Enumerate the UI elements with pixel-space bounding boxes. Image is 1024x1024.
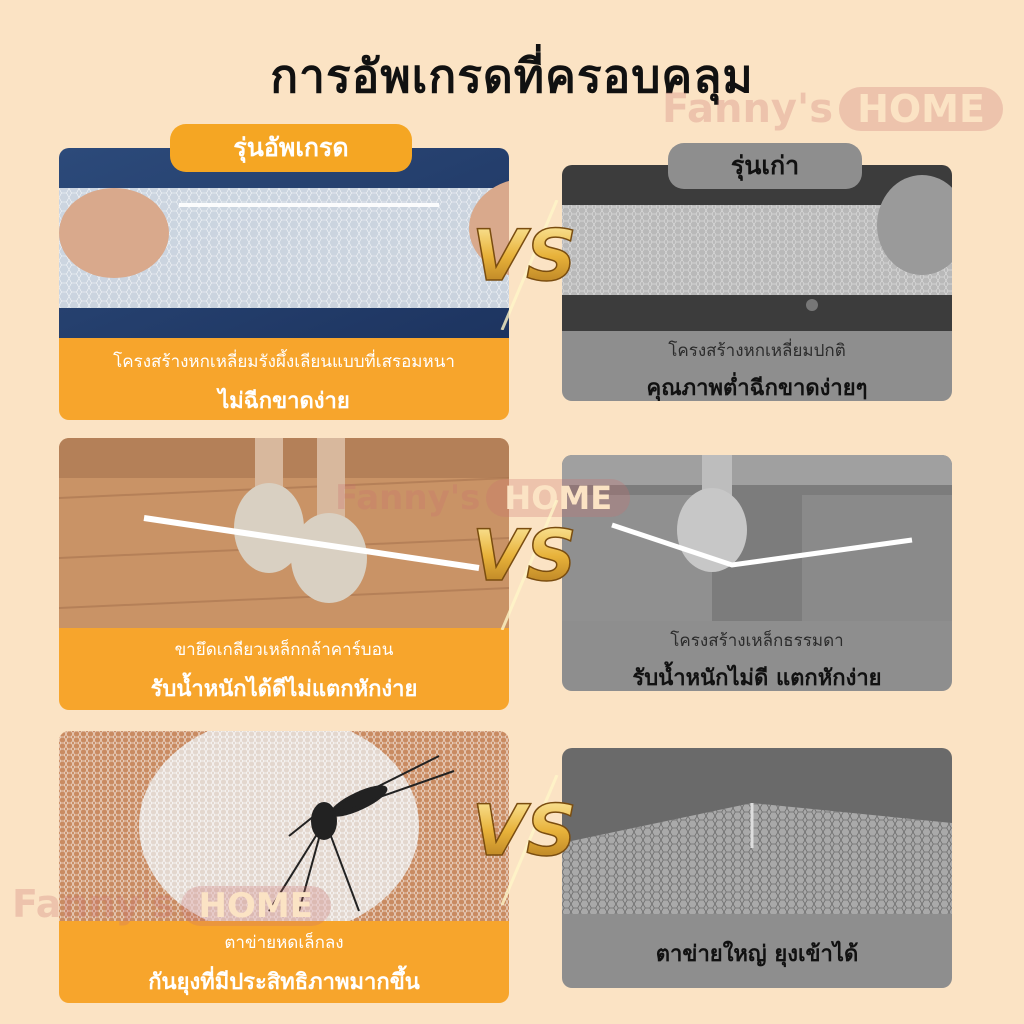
svg-text:VS: VS	[472, 215, 577, 297]
vs-emblem-1: VS	[462, 199, 602, 331]
watermark-badge: HOME	[486, 479, 631, 517]
caption-old-1-line1: โครงสร้างหกเหลี่ยมปกติ	[668, 341, 846, 361]
watermark-brand: Fanny's	[12, 882, 175, 926]
caption-old-3-line2: ตาข่ายใหญ่ ยุงเข้าได้	[655, 942, 859, 967]
photo-mesh-stretch-old	[562, 165, 952, 331]
photo-rod-old	[562, 455, 952, 621]
caption-new-2-line2: รับน้ำหนักได้ดีไม่แตกหักง่าย	[150, 677, 418, 702]
page-title: การอัพเกรดที่ครอบคลุม	[270, 49, 754, 103]
tag-upgraded: รุ่นอัพเกรด	[170, 124, 412, 172]
caption-new-3-line2: กันยุงที่มีประสิทธิภาพมากขึ้น	[148, 970, 420, 995]
svg-text:VS: VS	[472, 515, 577, 597]
panel-old-1: โครงสร้างหกเหลี่ยมปกติ คุณภาพต่ำฉีกขาดง่…	[562, 165, 952, 401]
photo-rod-new	[59, 438, 509, 628]
photo-mesh-stretch-new	[59, 148, 509, 338]
caption-old-3: ตาข่ายใหญ่ ยุงเข้าได้	[562, 914, 952, 988]
caption-old-1-line2: คุณภาพต่ำฉีกขาดง่ายๆ	[646, 376, 868, 401]
watermark-badge: HOME	[839, 87, 1003, 131]
caption-new-3: ตาข่ายหดเล็กลง กันยุงที่มีประสิทธิภาพมาก…	[59, 921, 509, 1003]
panel-old-2: โครงสร้างเหล็กธรรมดา รับน้ำหนักไม่ดี แตก…	[562, 455, 952, 691]
svg-text:VS: VS	[472, 790, 577, 872]
vs-icon: VS	[471, 774, 577, 906]
vs-emblem-2: VS	[462, 499, 602, 631]
vs-emblem-3: VS	[462, 774, 602, 906]
vs-icon: VS	[471, 499, 577, 631]
caption-new-1-line2: ไม่ฉีกขาดง่าย	[218, 389, 350, 414]
tag-old: รุ่นเก่า	[668, 143, 862, 189]
caption-old-1: โครงสร้างหกเหลี่ยมปกติ คุณภาพต่ำฉีกขาดง่…	[562, 331, 952, 401]
panel-old-3: ตาข่ายใหญ่ ยุงเข้าได้	[562, 748, 952, 988]
slippers-icon	[234, 483, 367, 603]
photo-mesh-mosquito-new	[59, 731, 509, 921]
panel-new-2: ขายึดเกลียวเหล็กกล้าคาร์บอน รับน้ำหนักได…	[59, 438, 509, 710]
caption-new-1: โครงสร้างหกเหลี่ยมรังผึ้งเลียนแบบที่เสรอ…	[59, 338, 509, 420]
caption-new-2-line1: ขายึดเกลียวเหล็กกล้าคาร์บอน	[174, 640, 394, 660]
caption-new-2: ขายึดเกลียวเหล็กกล้าคาร์บอน รับน้ำหนักได…	[59, 628, 509, 710]
caption-new-1-line1: โครงสร้างหกเหลี่ยมรังผึ้งเลียนแบบที่เสรอ…	[113, 352, 455, 372]
caption-new-3-line1: ตาข่ายหดเล็กลง	[224, 933, 344, 953]
panel-new-1: โครงสร้างหกเหลี่ยมรังผึ้งเลียนแบบที่เสรอ…	[59, 148, 509, 420]
panel-new-3: ตาข่ายหดเล็กลง กันยุงที่มีประสิทธิภาพมาก…	[59, 731, 509, 1003]
watermark-brand: Fanny's	[335, 478, 481, 518]
watermark-badge: HOME	[180, 886, 331, 926]
caption-old-2: โครงสร้างเหล็กธรรมดา รับน้ำหนักไม่ดี แตก…	[562, 621, 952, 691]
vs-icon: VS	[471, 199, 577, 331]
photo-mesh-old	[562, 748, 952, 918]
caption-old-2-line1: โครงสร้างเหล็กธรรมดา	[670, 631, 844, 651]
mosquito-icon	[268, 755, 455, 912]
watermark-brand: Fanny's	[662, 86, 834, 132]
caption-old-2-line2: รับน้ำหนักไม่ดี แตกหักง่าย	[632, 666, 882, 691]
